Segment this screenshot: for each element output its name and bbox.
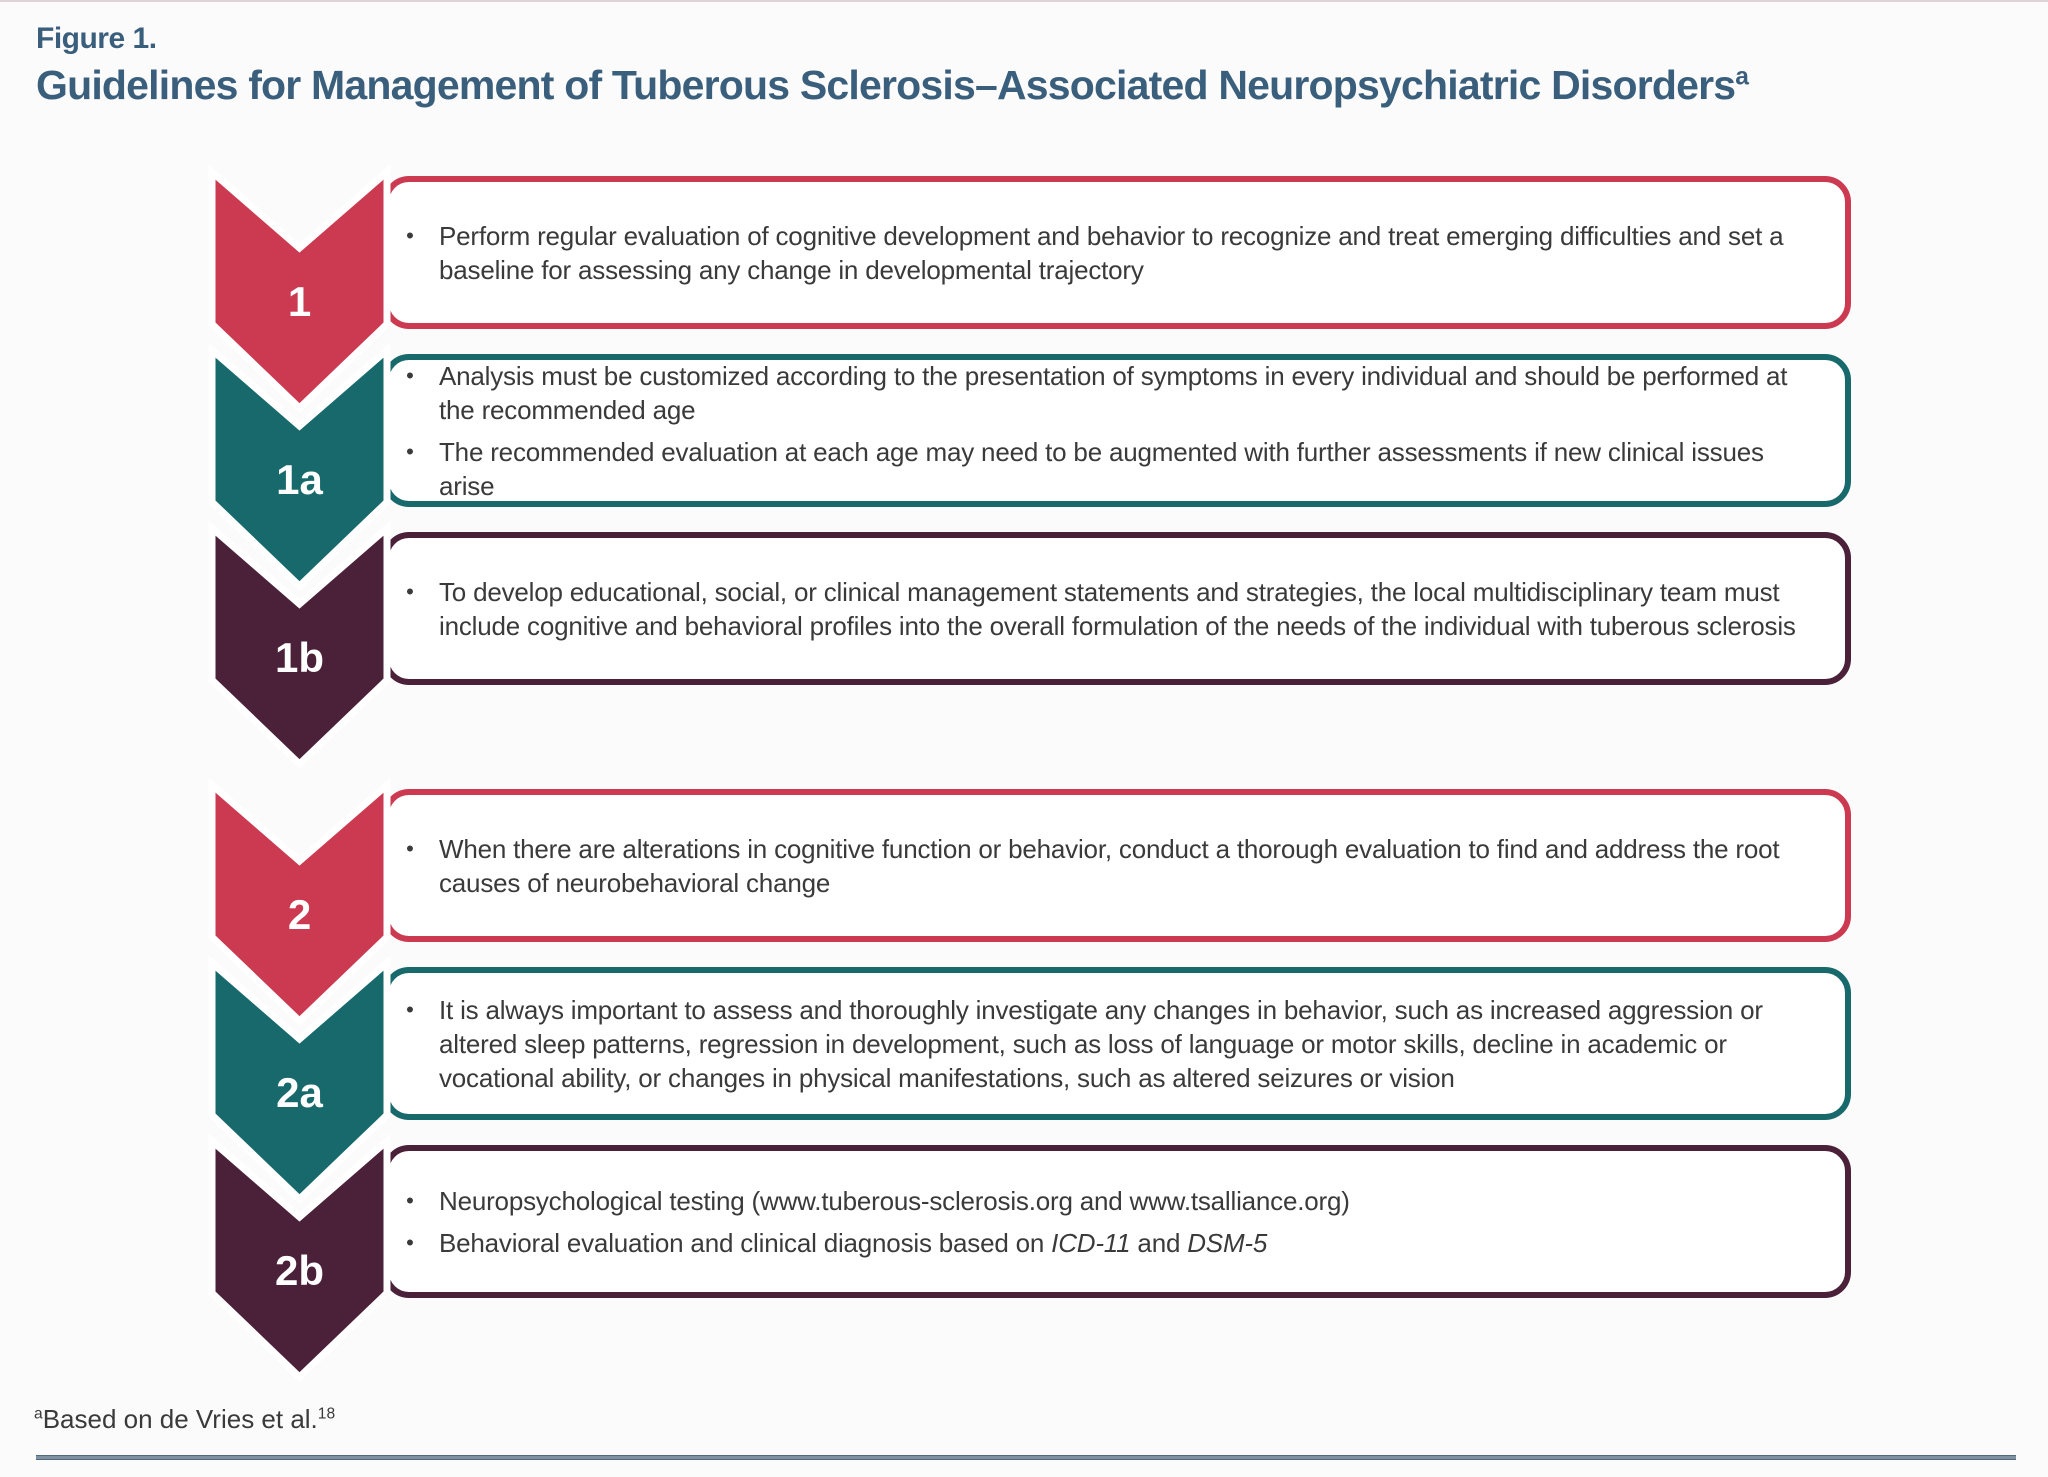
bullet-text: Neuropsychological testing (www.tuberous… (439, 1184, 1350, 1218)
bullet-item: • The recommended evaluation at each age … (403, 435, 1801, 503)
chevron-shape (208, 955, 391, 1204)
bullet-text-segment: To develop educational, social, or clini… (439, 576, 1796, 641)
bullet-item: • It is always important to assess and th… (403, 993, 1801, 1095)
chevron-shape (208, 520, 391, 769)
bullet-icon: • (406, 438, 414, 464)
bullet-text-segment: Perform regular evaluation of cognitive … (439, 220, 1784, 285)
top-border-line (0, 0, 2048, 2)
chevron-shape (208, 1133, 391, 1382)
bullet-icon: • (406, 1187, 414, 1213)
figure-number-label: Figure 1. (36, 22, 157, 55)
footnote-text: Based on de Vries et al. (42, 1404, 318, 1434)
bullet-text-italic-segment: DSM-5 (1187, 1227, 1268, 1258)
guideline-box-2: • When there are alterations in cognitive… (383, 789, 1851, 942)
chevron-step-label: 1a (276, 456, 323, 503)
chevron-step-label: 2 (288, 891, 311, 938)
bullet-icon: • (406, 1229, 414, 1255)
bullet-text-italic-segment: ICD-11 (1051, 1227, 1131, 1258)
bullet-text: Behavioral evaluation and clinical diagn… (439, 1226, 1267, 1260)
chevron-step-2a: 2a (208, 955, 391, 1204)
footnote-marker: a (34, 1405, 43, 1423)
guideline-box-2b: • Neuropsychological testing (www.tuberou… (383, 1145, 1851, 1298)
chevron-step-2: 2 (208, 777, 391, 1026)
footnote-reference-number: 18 (317, 1405, 336, 1423)
bullet-list: • When there are alterations in cognitive… (403, 832, 1801, 900)
bullet-icon: • (406, 222, 414, 248)
chevron-step-label: 1 (288, 278, 311, 325)
bullet-text-segment: When there are alterations in cognitive … (439, 833, 1780, 898)
bullet-icon: • (406, 996, 414, 1022)
chevron-step-label: 2a (276, 1069, 323, 1116)
footnote: aBased on de Vries et al.18 (34, 1404, 335, 1435)
guideline-box-1a: • Analysis must be customized according t… (383, 354, 1851, 507)
chevron-step-1: 1 (208, 164, 391, 413)
chevron-shape (208, 342, 391, 591)
bullet-item: • When there are alterations in cognitive… (403, 832, 1801, 900)
chevron-step-1b: 1b (208, 520, 391, 769)
chevron-step-label: 1b (275, 634, 324, 681)
figure-title: Guidelines for Management of Tuberous Sc… (36, 62, 1749, 109)
chevron-shape (208, 777, 391, 1026)
figure-title-text: Guidelines for Management of Tuberous Sc… (36, 62, 1736, 108)
bullet-list: • It is always important to assess and th… (403, 993, 1801, 1095)
bullet-item: • To develop educational, social, or clin… (403, 575, 1801, 643)
chevron-step-label: 2b (275, 1247, 324, 1294)
bullet-list: • Perform regular evaluation of cognitive… (403, 219, 1801, 287)
bullet-text-segment: It is always important to assess and tho… (439, 994, 1763, 1093)
bullet-list: • Neuropsychological testing (www.tuberou… (403, 1184, 1801, 1260)
bullet-list: • Analysis must be customized according t… (403, 359, 1801, 503)
guideline-box-1b: • To develop educational, social, or clin… (383, 532, 1851, 685)
bullet-icon: • (406, 578, 414, 604)
bullet-text: The recommended evaluation at each age m… (439, 435, 1801, 503)
bullet-text-segment: Behavioral evaluation and clinical diagn… (439, 1227, 1052, 1258)
guideline-box-2a: • It is always important to assess and th… (383, 967, 1851, 1120)
bullet-icon: • (406, 835, 414, 861)
bullet-text: When there are alterations in cognitive … (439, 832, 1801, 900)
bullet-item: • Neuropsychological testing (www.tuberou… (403, 1184, 1801, 1218)
bullet-text-segment: Neuropsychological testing (www.tuberous… (439, 1185, 1350, 1216)
chevron-step-1a: 1a (208, 342, 391, 591)
chevron-step-2b: 2b (208, 1133, 391, 1382)
bullet-text-segment: and (1130, 1227, 1188, 1258)
bullet-item: • Perform regular evaluation of cognitive… (403, 219, 1801, 287)
bullet-list: • To develop educational, social, or clin… (403, 575, 1801, 643)
bullet-text: It is always important to assess and tho… (439, 993, 1801, 1095)
bullet-text: Perform regular evaluation of cognitive … (439, 219, 1801, 287)
figure-title-footnote-marker: a (1735, 63, 1749, 91)
bullet-icon: • (406, 362, 414, 388)
bullet-text: To develop educational, social, or clini… (439, 575, 1801, 643)
bullet-item: • Analysis must be customized according t… (403, 359, 1801, 427)
bullet-text-segment: The recommended evaluation at each age m… (439, 436, 1764, 501)
bullet-item: • Behavioral evaluation and clinical diag… (403, 1226, 1801, 1260)
bullet-text-segment: Analysis must be customized according to… (439, 360, 1788, 425)
guideline-box-1: • Perform regular evaluation of cognitive… (383, 176, 1851, 329)
bottom-rule (36, 1455, 2016, 1460)
chevron-shape (208, 164, 391, 413)
bullet-text: Analysis must be customized according to… (439, 359, 1801, 427)
